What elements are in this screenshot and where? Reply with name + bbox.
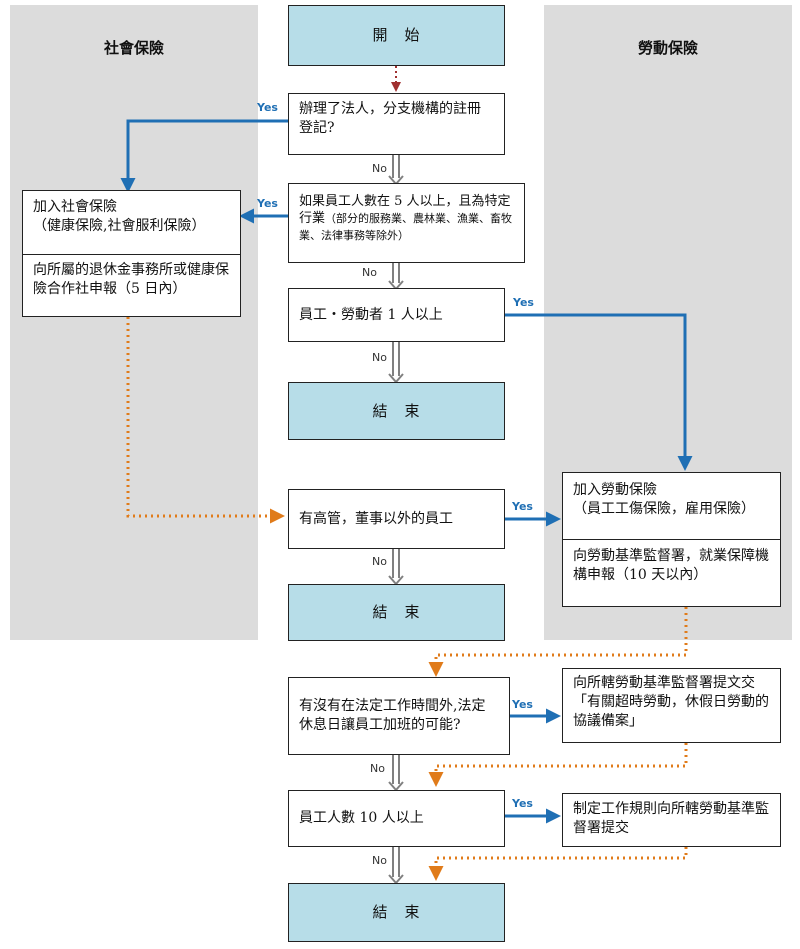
yes-label-staff-other: Yes	[512, 500, 533, 513]
registration-question: 辦理了法人，分支機構的註冊登記?	[288, 93, 505, 155]
yes-label-workers-1: Yes	[513, 296, 534, 309]
rules-action-box: 制定工作規則向所轄勞動基準監督署提交	[562, 793, 781, 847]
labor-join-section: 加入勞動保險 （員工工傷保險，雇用保險）	[573, 481, 772, 519]
social-join-title: 加入社會保險	[33, 199, 117, 215]
no-arrow-4	[388, 549, 404, 586]
employees-5-note-text: （部分的服務業、農林業、漁業、畜牧業、法律事務等除外）	[299, 212, 513, 242]
overtime-question: 有沒有在法定工作時間外,法定休息日讓員工加班的可能?	[288, 677, 510, 755]
no-label-3: No	[372, 351, 387, 364]
no-label-4: No	[372, 555, 387, 568]
social-box-divider	[23, 254, 240, 255]
yes-arrow-registration	[120, 119, 288, 193]
no-label-2: No	[362, 266, 377, 279]
yes-arrow-workers-1	[505, 313, 693, 471]
yes-label-employees-10: Yes	[512, 797, 533, 810]
no-label-6: No	[372, 854, 387, 867]
end-node-3: 結 束	[288, 883, 505, 942]
no-arrow-5	[388, 755, 404, 792]
staff-other-question: 有高管，董事以外的員工	[288, 489, 505, 549]
labor-join-items: （員工工傷保險，雇用保險）	[573, 501, 755, 517]
labor-join-title: 加入勞動保險	[573, 482, 657, 498]
yes-label-overtime: Yes	[512, 698, 533, 711]
workers-1-question: 員工・勞動者 1 人以上	[288, 288, 505, 342]
end-node-2: 結 束	[288, 584, 505, 641]
no-arrow-1	[388, 155, 404, 186]
social-insurance-lane-title: 社會保險	[103, 39, 164, 57]
employees-10-question: 員工人數 10 人以上	[288, 790, 505, 847]
dotted-overtime-action-to-emp10	[428, 743, 688, 787]
dotted-labor-to-overtime	[428, 607, 688, 677]
social-join-items: （健康保險,社會服利保險）	[33, 218, 206, 234]
no-arrow-2	[388, 263, 404, 291]
dotted-rules-to-end	[428, 847, 688, 881]
no-arrow-3	[388, 342, 404, 384]
dotted-social-to-staff	[126, 317, 285, 524]
no-label-1: No	[372, 162, 387, 175]
employees-5-main-text: 如果員工人數在 5 人以上，且為特定行業	[299, 194, 511, 226]
social-insurance-box: 加入社會保險 （健康保險,社會服利保險） 向所屬的退休金事務所或健康保險合作社申…	[22, 190, 241, 317]
labor-insurance-box: 加入勞動保險 （員工工傷保險，雇用保險） 向勞動基準監督署，就業保障機構申報（1…	[562, 472, 781, 607]
employees-5-question: 如果員工人數在 5 人以上，且為特定行業（部分的服務業、農林業、漁業、畜牧業、法…	[288, 183, 525, 263]
end-node-1: 結 束	[288, 382, 505, 440]
yes-label-employees-5: Yes	[257, 197, 278, 210]
labor-box-divider	[563, 539, 780, 540]
social-join-section: 加入社會保險 （健康保險,社會服利保險）	[33, 198, 232, 236]
overtime-action-box: 向所轄勞動基準監督署提文交「有關超時勞動，休假日勞動的協議備案」	[562, 668, 781, 743]
no-label-5: No	[370, 762, 385, 775]
no-arrow-6	[388, 847, 404, 885]
start-node: 開 始	[288, 5, 505, 66]
labor-insurance-lane-title: 勞動保險	[637, 39, 698, 57]
labor-report-text: 向勞動基準監督署，就業保障機構申報（10 天以內）	[573, 548, 769, 583]
yes-label-registration: Yes	[257, 101, 278, 114]
social-report-text: 向所屬的退休金事務所或健康保險合作社申報（5 日內）	[33, 262, 229, 297]
social-insurance-lane: 社會保險	[10, 5, 258, 640]
